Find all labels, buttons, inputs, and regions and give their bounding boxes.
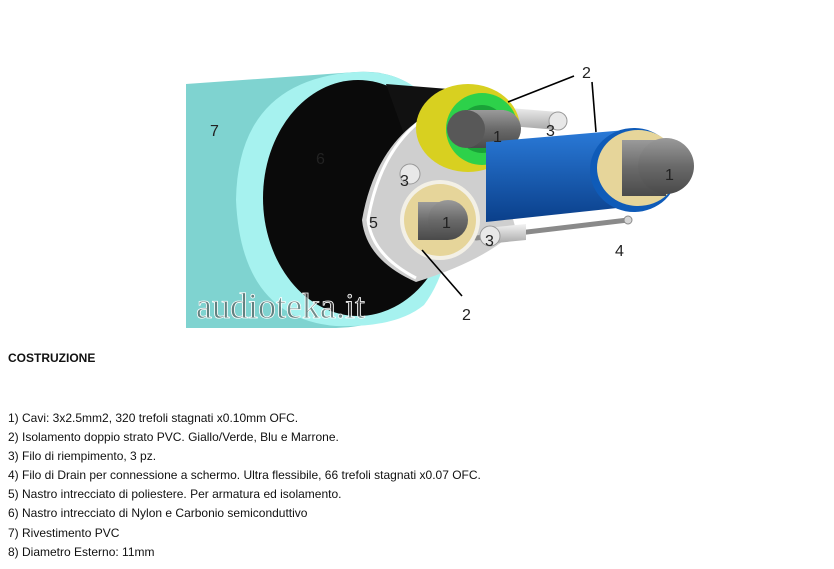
label-4: 4: [615, 243, 624, 260]
section-heading: COSTRUZIONE: [8, 351, 96, 365]
label-2-top: 2: [582, 65, 591, 82]
conductor-top: [483, 110, 521, 148]
label-1-bottom: 1: [442, 215, 451, 232]
spec-item: 1) Cavi: 3x2.5mm2, 320 trefoli stagnati …: [8, 411, 299, 425]
drain-wire-end: [623, 215, 633, 225]
spec-item: 4) Filo di Drain per connessione a scher…: [8, 468, 481, 483]
label-1-blue: 1: [665, 167, 674, 184]
spec-item: 3) Filo di riempimento, 3 pz.: [8, 449, 157, 464]
cable-cross-section-diagram: 7 6 5 4 3 3 3 2 2 1 1 1 audioteka.it: [186, 65, 694, 328]
spec-item: 5) Nastro intrecciato di poliestere. Per…: [8, 487, 342, 502]
label-7: 7: [210, 123, 219, 140]
conductor-bottom: [428, 200, 468, 240]
specs-list: 1) Cavi: 3x2.5mm2, 320 trefoli stagnati …: [8, 409, 481, 562]
conductor-blue: [638, 138, 694, 194]
filler-strand-top-end: [548, 111, 568, 131]
label-3-bottom: 3: [485, 233, 494, 250]
spec-item: 8) Diametro Esterno: 11mm: [8, 544, 155, 559]
spec-item: 2) Isolamento doppio strato PVC. Giallo/…: [8, 430, 339, 445]
label-5: 5: [369, 215, 378, 232]
label-2-bottom: 2: [462, 307, 471, 324]
watermark: audioteka.it: [196, 286, 365, 326]
filler-strand-left: [399, 163, 421, 185]
leader-line-insulation-bottom: [421, 249, 463, 297]
conductor-top-back: [447, 110, 485, 148]
leader-line-insulation-top-a: [507, 75, 575, 103]
label-6: 6: [316, 151, 325, 168]
label-1-top: 1: [493, 129, 502, 146]
label-3-left: 3: [400, 173, 409, 190]
spec-item: 7) Rivestimento PVC: [8, 525, 120, 540]
filler-strand-bottom-end: [479, 225, 501, 247]
label-3-top: 3: [546, 123, 555, 140]
spec-item: 6) Nastro intrecciato di Nylon e Carboni…: [8, 506, 308, 521]
leader-line-insulation-top-b: [591, 81, 597, 133]
polyester-braid-edge: [366, 108, 437, 280]
